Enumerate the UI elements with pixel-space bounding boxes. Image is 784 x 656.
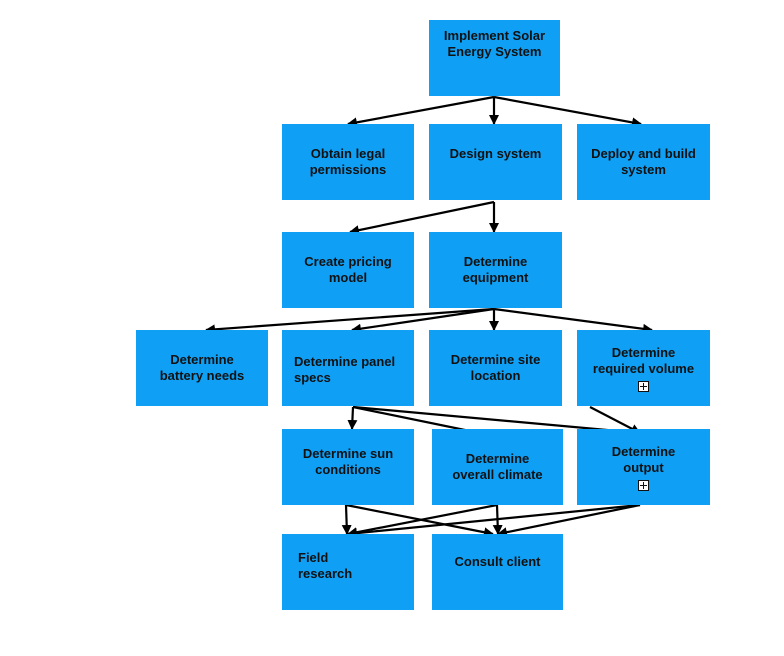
- edge-volume-to-output: [589, 406, 641, 434]
- node-volume[interactable]: Determine required volume: [577, 330, 710, 406]
- node-deploy[interactable]: Deploy and build system: [577, 124, 710, 200]
- edge-implement-to-legal: [347, 95, 495, 128]
- node-equipment[interactable]: Determine equipment: [429, 232, 562, 308]
- expand-icon[interactable]: [638, 479, 649, 491]
- edge-equipment-to-panel: [351, 307, 495, 334]
- node-panel[interactable]: Determine panel specs: [282, 330, 414, 406]
- edge-output-to-consult: [497, 503, 641, 538]
- node-battery-label: Determine battery needs: [159, 352, 245, 383]
- node-climate-label: Determine overall climate: [452, 451, 543, 482]
- node-panel-label: Determine panel specs: [294, 354, 396, 385]
- node-consult[interactable]: Consult client: [432, 534, 563, 610]
- node-equipment-label: Determine equipment: [462, 254, 529, 285]
- edge-panel-to-sun: [347, 406, 358, 430]
- node-pricing[interactable]: Create pricing model: [282, 232, 414, 308]
- edge-equipment-to-battery: [205, 307, 495, 335]
- node-volume-label: Determine required volume: [592, 344, 695, 376]
- edge-equipment-to-volume: [493, 307, 653, 334]
- node-site-label: Determine site location: [450, 352, 541, 383]
- edge-implement-to-deploy: [493, 95, 642, 128]
- node-sun[interactable]: Determine sun conditions: [282, 429, 414, 505]
- node-field[interactable]: Field research: [282, 534, 414, 610]
- node-field-label: Field research: [298, 550, 353, 581]
- node-design-label: Design system: [449, 146, 542, 161]
- node-design[interactable]: Design system: [429, 124, 562, 200]
- node-site[interactable]: Determine site location: [429, 330, 562, 406]
- node-consult-label: Consult client: [454, 554, 541, 569]
- edge-sun-to-field: [341, 504, 352, 535]
- node-climate[interactable]: Determine overall climate: [432, 429, 563, 505]
- expand-icon[interactable]: [638, 380, 649, 392]
- node-legal[interactable]: Obtain legal permissions: [282, 124, 414, 200]
- node-deploy-label: Deploy and build system: [591, 146, 696, 177]
- node-sun-label: Determine sun conditions: [302, 446, 394, 477]
- node-battery[interactable]: Determine battery needs: [136, 330, 268, 406]
- edge-design-to-pricing: [349, 200, 495, 236]
- node-pricing-label: Create pricing model: [304, 254, 392, 285]
- node-output[interactable]: Determine output: [577, 429, 710, 505]
- node-output-label: Determine output: [611, 443, 676, 475]
- node-implement-label: Implement Solar Energy System: [443, 28, 546, 59]
- node-implement[interactable]: Implement Solar Energy System: [429, 20, 560, 96]
- edge-output-to-field: [347, 503, 641, 539]
- edge-climate-to-field: [347, 503, 498, 538]
- edge-panel-to-output: [352, 405, 641, 438]
- node-legal-label: Obtain legal permissions: [309, 146, 387, 177]
